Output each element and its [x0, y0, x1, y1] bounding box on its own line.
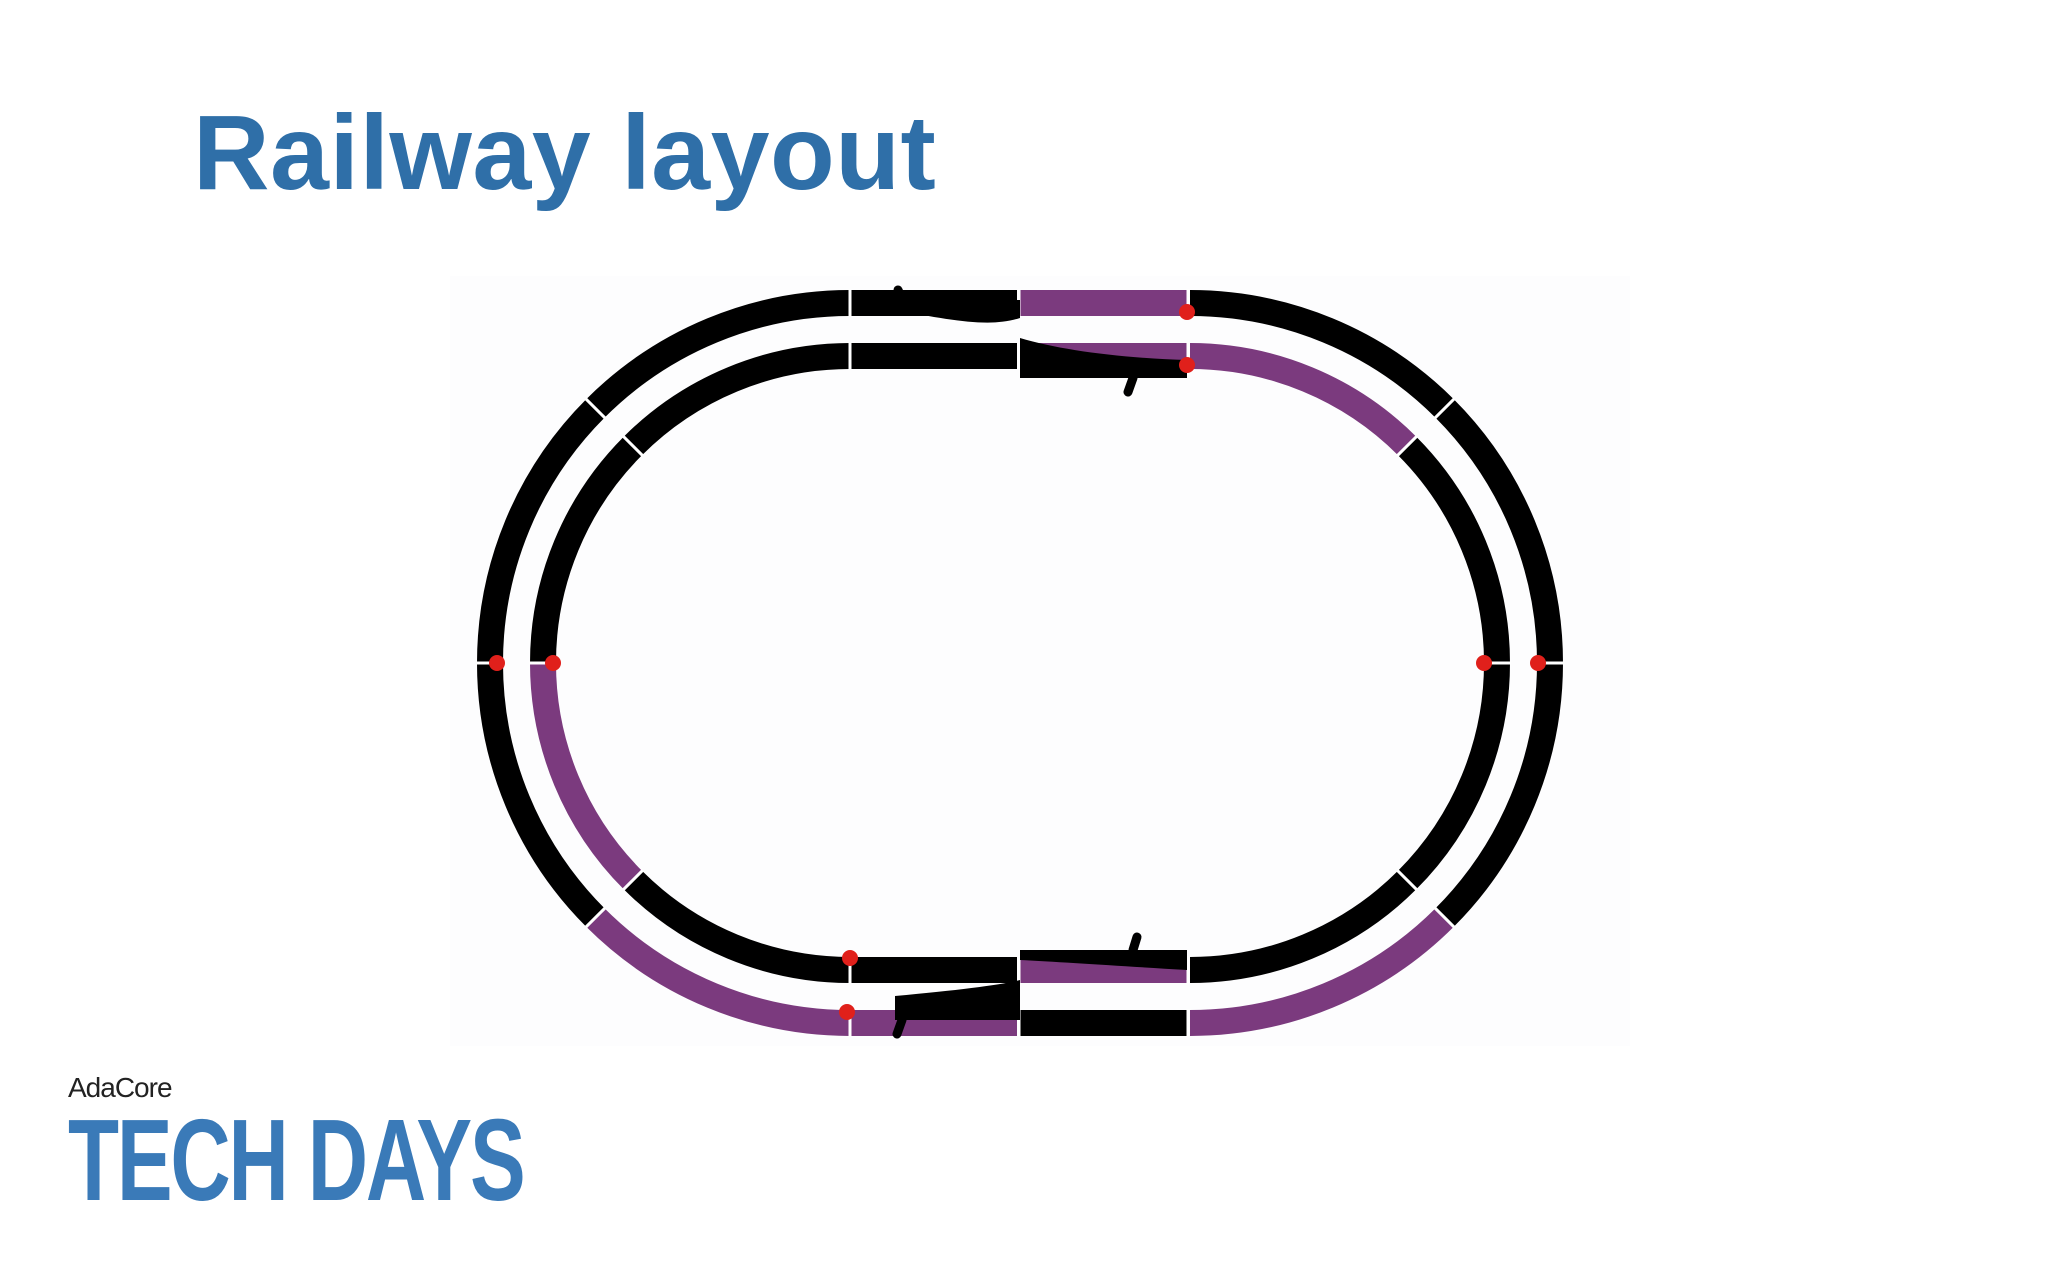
turnout-lever — [1123, 373, 1138, 397]
outer-track-section — [1435, 662, 1563, 927]
turnout-bottom-right-blade — [1020, 950, 1187, 970]
outer-track-section — [586, 908, 851, 1036]
outer-track-section — [586, 290, 851, 418]
track-joint — [1433, 397, 1456, 420]
signal-light — [489, 655, 505, 671]
signal-light — [842, 950, 858, 966]
brand-event-title: TECH DAYS — [68, 1095, 526, 1225]
outer-track-section — [1435, 399, 1563, 664]
inner-track-section — [530, 436, 643, 664]
turnout-lever — [1128, 932, 1142, 955]
event-logo: AdaCore TECH DAYS — [68, 1072, 701, 1218]
track-joint — [1396, 869, 1419, 892]
turnout-lever — [892, 1015, 907, 1039]
slide-title: Railway layout — [193, 94, 937, 212]
track-joint — [1396, 434, 1419, 457]
inner-track-section — [623, 343, 851, 456]
turnout-lever — [893, 285, 909, 308]
outer-track-section — [477, 399, 605, 664]
turnout-bottom-left-blade — [895, 980, 1020, 1020]
track-joint — [621, 434, 644, 457]
track-joint — [1433, 906, 1456, 929]
inner-track-section — [530, 662, 643, 890]
inner-track-section — [623, 870, 851, 983]
outer-track-section — [1189, 290, 1454, 418]
signal-light — [545, 655, 561, 671]
signal-light — [1476, 655, 1492, 671]
outer-track-section — [477, 662, 605, 927]
track-joint — [621, 869, 644, 892]
turnout-top-left-blade — [895, 300, 1020, 323]
track-joint — [584, 906, 607, 929]
outer-track-section — [1020, 290, 1187, 316]
signal-lights — [489, 304, 1546, 1020]
outer-track-section — [1189, 908, 1454, 1036]
brand-company: AdaCore — [68, 1072, 173, 1103]
signal-light — [1179, 304, 1195, 320]
turnout-top-right-blade — [1020, 338, 1187, 378]
track-joint — [584, 397, 607, 420]
inner-track-section — [1189, 343, 1417, 456]
signal-light — [1530, 655, 1546, 671]
signal-light — [1179, 357, 1195, 373]
signal-light — [839, 1004, 855, 1020]
turnouts — [892, 285, 1187, 1039]
inner-track-section — [1189, 870, 1417, 983]
outer-track-section — [1020, 1010, 1187, 1036]
inner-track-section — [1397, 662, 1510, 890]
inner-track-section — [850, 343, 1017, 369]
track-sections — [476, 289, 1564, 1037]
inner-track-section — [850, 957, 1017, 983]
inner-track-section — [1397, 436, 1510, 664]
